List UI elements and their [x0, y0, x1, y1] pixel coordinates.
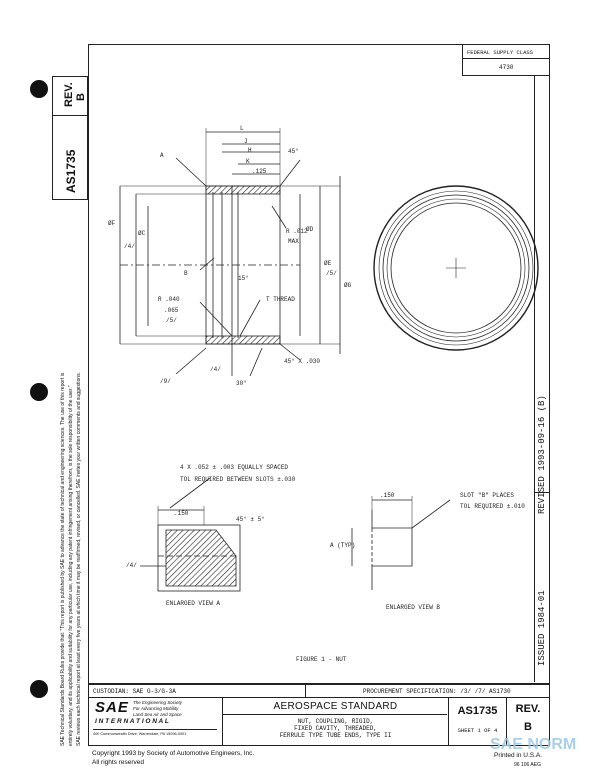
procurement-spec: PROCUREMENT SPECIFICATION: /3/ /7/ AS173…	[363, 688, 511, 695]
view-a-dim-150: .150	[174, 510, 189, 517]
dim-phi-C: ØC	[138, 230, 146, 237]
view-b-caption: ENLARGED VIEW B	[386, 604, 441, 611]
dim-note-4b: /4/	[210, 366, 221, 373]
figure-caption: FIGURE 1 - NUT	[296, 656, 347, 663]
fsc-label: FEDERAL SUPPLY CLASS	[467, 49, 534, 56]
title-cell: AEROSPACE STANDARD NUT, COUPLING, RIGID,…	[223, 697, 449, 745]
dim-125: .125	[252, 168, 267, 175]
left-tab: REV. B AS1735	[52, 76, 88, 200]
federal-supply-class-box: FEDERAL SUPPLY CLASS 4730	[462, 44, 550, 76]
punch-hole-middle	[30, 383, 48, 401]
title-rev-value: B	[524, 721, 532, 733]
sae-logo: SAE	[95, 699, 129, 716]
view-b-note-2: TOL REQUIRED ±.010	[460, 503, 525, 510]
dim-B: B	[184, 270, 188, 277]
dim-phi-D: ØD	[306, 226, 314, 233]
punch-hole-top	[30, 80, 48, 98]
dim-A: A	[160, 152, 164, 159]
dim-R012: R .012	[286, 228, 308, 235]
dim-angle-15: 15°	[238, 275, 249, 282]
view-a-note-4: /4/	[126, 562, 137, 569]
doc-number-cell: AS1735 SHEET 1 OF 4	[449, 697, 507, 745]
desc-line-2: FIXED CAVITY, THREADED,	[294, 725, 377, 732]
dim-angle-30: 30°	[236, 380, 247, 387]
aerospace-standard-heading: AEROSPACE STANDARD	[273, 701, 398, 712]
dim-065: .065	[164, 307, 179, 314]
print-code: 96 106 AEG	[514, 762, 541, 768]
dim-chamfer: 45° X .030	[284, 358, 321, 365]
title-block: CUSTODIAN: SAE G-3/G-3A PROCUREMENT SPEC…	[88, 684, 550, 746]
dim-phi-E: ØE	[324, 260, 332, 267]
view-a-note-1: 4 X .052 ± .003 EQUALLY SPACED	[180, 464, 289, 471]
dim-note-5a: /5/	[326, 270, 337, 277]
rev-cell: REV. B	[507, 697, 549, 745]
sae-international: I N T E R N A T I O N A L	[95, 718, 169, 725]
dim-H: H	[248, 147, 252, 154]
custodian: CUSTODIAN: SAE G-3/G-3A	[93, 688, 176, 695]
copyright: Copyright 1993 by Society of Automotive …	[92, 750, 255, 757]
view-b-dim-150: .150	[380, 492, 395, 499]
sae-address: 400 Commonwealth Drive, Warrendale, PA 1…	[93, 732, 187, 736]
sae-tag-3: Land Sea Air and Space	[133, 712, 182, 717]
all-rights: All rights reserved	[92, 759, 145, 766]
sae-tag-2: For Advancing Mobility	[133, 706, 179, 711]
drawing-frame	[88, 44, 550, 684]
dim-angle-45: 45°	[288, 148, 299, 155]
sheet-number: SHEET 1 OF 4	[457, 727, 498, 734]
dim-note-5b: /5/	[166, 317, 177, 324]
dim-T-thread: T THREAD	[266, 296, 295, 303]
sae-tag-1: The Engineering Society	[133, 700, 183, 705]
printed-in: Printed in U.S.A.	[494, 752, 543, 759]
dim-MAX: MAX	[288, 238, 299, 245]
view-b-note-1: SLOT "B" PLACES	[460, 492, 515, 499]
punch-hole-bottom	[30, 680, 48, 698]
desc-line-3: FERRULE TYPE TUBE ENDS, TYPE II	[279, 732, 392, 739]
sae-logo-cell: SAE The Engineering Society For Advancin…	[89, 697, 223, 745]
view-a-note-2: TOL REQUIRED BETWEEN SLOTS ±.030	[180, 476, 296, 483]
dim-K: K	[246, 158, 250, 165]
dim-note-4a: /4/	[124, 243, 135, 250]
fsc-value: 4730	[499, 64, 514, 71]
title-rev-label: REV.	[515, 703, 541, 715]
watermark: SAE NORM	[490, 736, 577, 753]
dim-note-9: /9/	[160, 378, 171, 385]
title-doc-number: AS1735	[457, 705, 498, 717]
view-a-caption: ENLARGED VIEW A	[166, 600, 221, 607]
view-a-angle: 45° ± 5°	[236, 516, 265, 523]
revision-strip	[534, 76, 550, 682]
desc-line-1: NUT, COUPLING, RIGID,	[297, 718, 374, 725]
dim-L: L	[240, 125, 244, 132]
dim-phi-F: ØF	[108, 220, 116, 227]
dim-phi-G: ØG	[344, 282, 352, 289]
dim-J: J	[244, 138, 248, 145]
view-b-a-typ: A (TYP)	[330, 542, 356, 549]
dim-R040: R .040	[158, 296, 180, 303]
